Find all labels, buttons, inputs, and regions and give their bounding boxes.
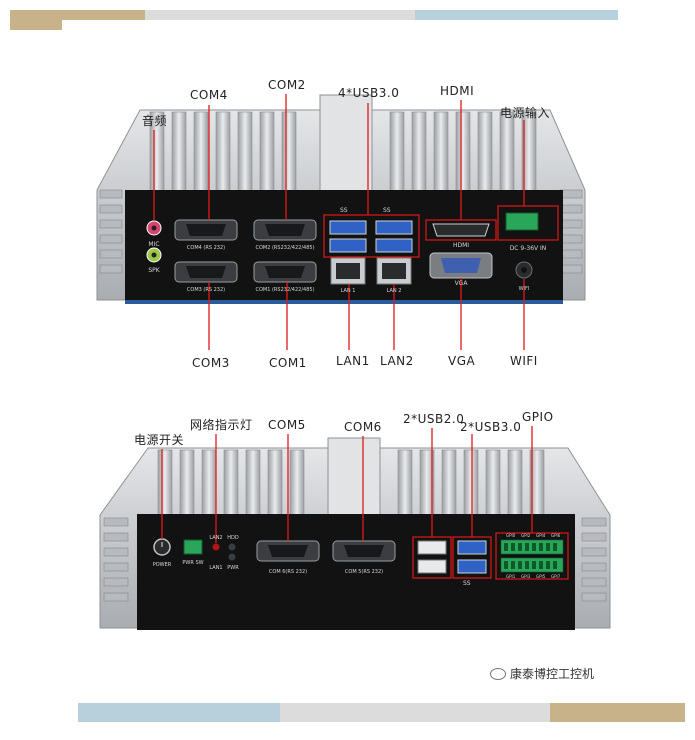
footer-gold-bar xyxy=(550,703,685,722)
top-usb30-highlight xyxy=(323,214,420,258)
ss-label-2: SS xyxy=(383,207,391,214)
gpio-top-label-1: GPI2 xyxy=(521,533,531,538)
top-leader-lines xyxy=(153,94,525,350)
callout-wifi: WIFI xyxy=(510,354,538,368)
callout-com2: COM2 xyxy=(268,78,306,92)
bottom-leader-lines xyxy=(161,426,533,543)
callout-usb30-top: 4*USB3.0 xyxy=(338,86,400,100)
header-gold-bar xyxy=(10,10,145,20)
callout-com1: COM1 xyxy=(269,356,307,370)
hdd-panel-label: HDD xyxy=(227,535,239,541)
callout-lan2: LAN2 xyxy=(380,354,414,368)
bottom-ss-label: SS xyxy=(463,580,471,587)
lan2-panel-label: LAN2 xyxy=(209,535,222,541)
top-dc-highlight xyxy=(497,205,559,241)
callout-vga: VGA xyxy=(448,354,476,368)
footer-grey-bar xyxy=(280,703,550,722)
top-center-rib xyxy=(319,94,373,196)
wechat-icon xyxy=(490,667,506,680)
callout-indicator: 网络指示灯 xyxy=(190,418,253,432)
hdmi-panel-label: HDMI xyxy=(453,242,469,249)
power-panel-label: POWER xyxy=(153,562,172,568)
com1-panel-label: COM1 (RS232/422/485) xyxy=(255,287,314,293)
mic-label: MIC xyxy=(148,241,159,248)
callout-com5: COM5 xyxy=(268,418,306,432)
lan2-panel-label: LAN 2 xyxy=(387,288,402,294)
bottom-center-rib xyxy=(327,437,381,521)
top-device: MIC SPK COM4 (RS 232) COM2 (RS232/422/48… xyxy=(96,94,586,350)
gpio-bottom-label-3: GPI7 xyxy=(551,574,561,579)
watermark-text: 康泰博控工控机 xyxy=(510,667,595,681)
bottom-device: POWER PWR SW LAN2 LAN1 HDD PWR COM 6(RS … xyxy=(99,426,611,630)
gpio-top-label-2: GPI4 xyxy=(536,533,546,538)
pwr-panel-label: PWR xyxy=(227,565,239,571)
dc-panel-label: DC 9-36V IN xyxy=(510,245,547,252)
lan1-panel-label: LAN1 xyxy=(209,565,222,571)
com6-panel-label: COM 6(RS 232) xyxy=(269,569,307,575)
top-dc-connector xyxy=(505,212,539,231)
vga-panel-label: VGA xyxy=(455,280,469,287)
pwr-sw-connector xyxy=(183,539,203,555)
pwr-led xyxy=(228,553,236,561)
hdd-led xyxy=(228,543,236,551)
lan1-panel-label: LAN 1 xyxy=(341,288,356,294)
callout-usb20: 2*USB2.0 xyxy=(403,412,465,426)
top-usb30-ports xyxy=(329,220,413,253)
callout-power-switch: 电源开关 xyxy=(134,433,185,447)
gpio-bottom-label-2: GPI5 xyxy=(536,574,546,579)
gpio-top-label-0: GPI0 xyxy=(506,533,516,538)
gpio-top-label-3: GPI6 xyxy=(551,533,561,538)
com3-panel-label: COM3 (RS 232) xyxy=(187,287,225,293)
ss-label-1: SS xyxy=(340,207,348,214)
pwr-sw-panel-label: PWR SW xyxy=(182,560,203,566)
callout-usb30-bottom: 2*USB3.0 xyxy=(460,420,522,434)
callout-hdmi: HDMI xyxy=(440,84,475,98)
callout-gpio: GPIO xyxy=(522,410,554,424)
com5-panel-label: COM 5(RS 232) xyxy=(345,569,383,575)
gpio-bottom-label-1: GPI3 xyxy=(521,574,531,579)
com4-panel-label: COM4 (RS 232) xyxy=(187,245,225,251)
header-grey-bar xyxy=(145,10,415,20)
watermark: 康泰博控工控机 xyxy=(490,665,594,682)
header-gold-tab xyxy=(10,20,62,30)
footer-blue-bar xyxy=(78,703,280,722)
header-blue-bar xyxy=(415,10,618,20)
callout-lan1: LAN1 xyxy=(336,354,370,368)
gpio-bottom-label-0: GPI1 xyxy=(506,574,516,579)
com2-panel-label: COM2 (RS232/422/485) xyxy=(255,245,314,251)
callout-audio: 音频 xyxy=(142,114,168,128)
bottom-usb30-ports xyxy=(457,540,487,574)
callout-com6: COM6 xyxy=(344,420,382,434)
bottom-heatsink-fins xyxy=(157,449,545,519)
bottom-usb20-ports xyxy=(417,540,447,574)
callout-com4: COM4 xyxy=(190,88,228,102)
top-lan-ports xyxy=(330,257,412,285)
callout-com3: COM3 xyxy=(192,356,230,370)
spk-label: SPK xyxy=(148,267,160,274)
top-hdmi-port xyxy=(432,223,490,237)
lan2-led xyxy=(212,543,220,551)
callout-power-in: 电源输入 xyxy=(500,106,551,120)
wifi-panel-label: WIFI xyxy=(519,286,530,292)
